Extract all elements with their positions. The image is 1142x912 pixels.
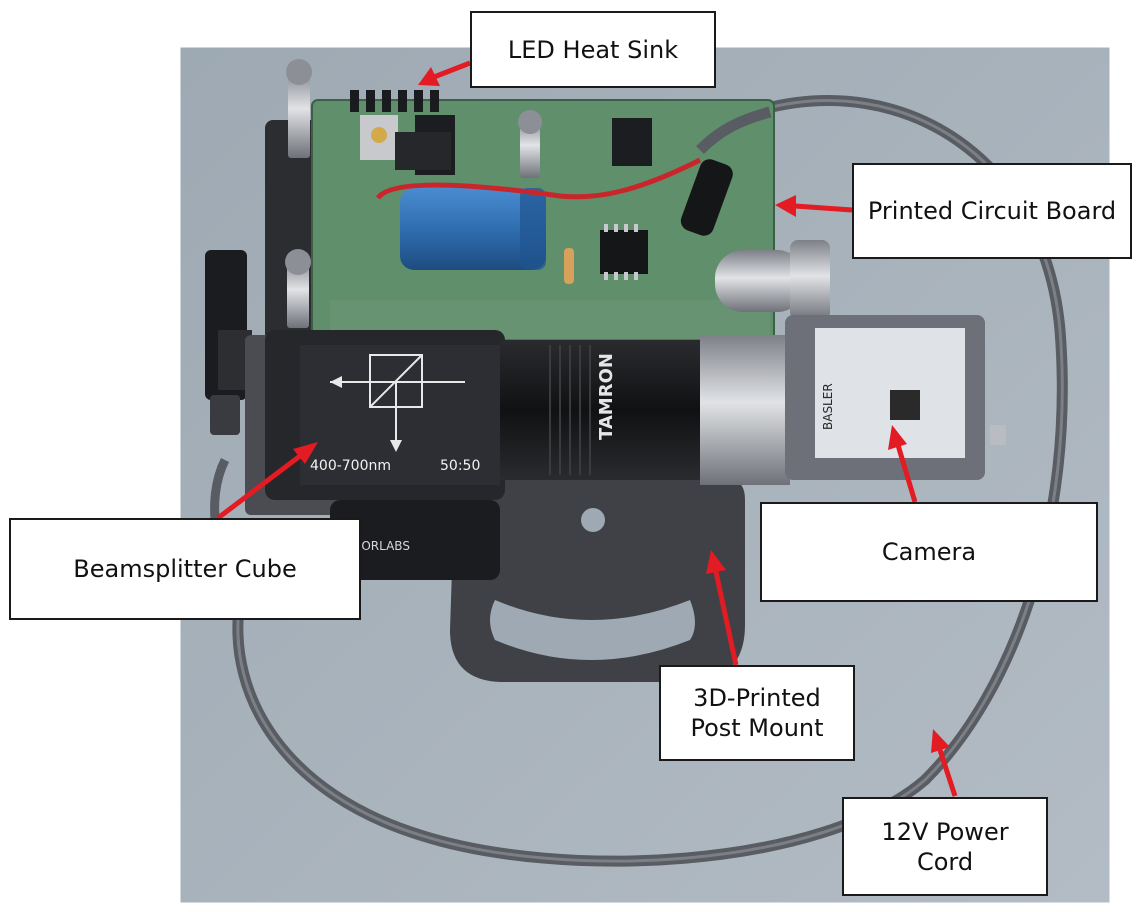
beamsplitter-range-label: 400-700nm [310, 458, 391, 474]
callout-led-heat-sink: LED Heat Sink [470, 11, 716, 88]
camera-lens: TAMRON [500, 335, 790, 485]
beamsplitter-cube: 400-700nm 50:50 THORLABS [265, 330, 505, 580]
lens-brand-label: TAMRON [596, 353, 617, 440]
camera-brand-label: BASLER [821, 383, 835, 430]
callout-camera: Camera [760, 502, 1098, 602]
callout-arrows [216, 60, 958, 797]
post-mount [450, 480, 745, 682]
beamsplitter-ratio-label: 50:50 [440, 458, 480, 474]
callout-post-mount: 3D-Printed Post Mount [659, 665, 855, 761]
camera-body: BASLER [785, 315, 1006, 480]
callout-printed-circuit-board: Printed Circuit Board [852, 163, 1132, 259]
callout-beamsplitter-cube: Beamsplitter Cube [9, 518, 361, 620]
pcb-board [285, 59, 830, 341]
callout-power-cord: 12V Power Cord [842, 797, 1048, 896]
